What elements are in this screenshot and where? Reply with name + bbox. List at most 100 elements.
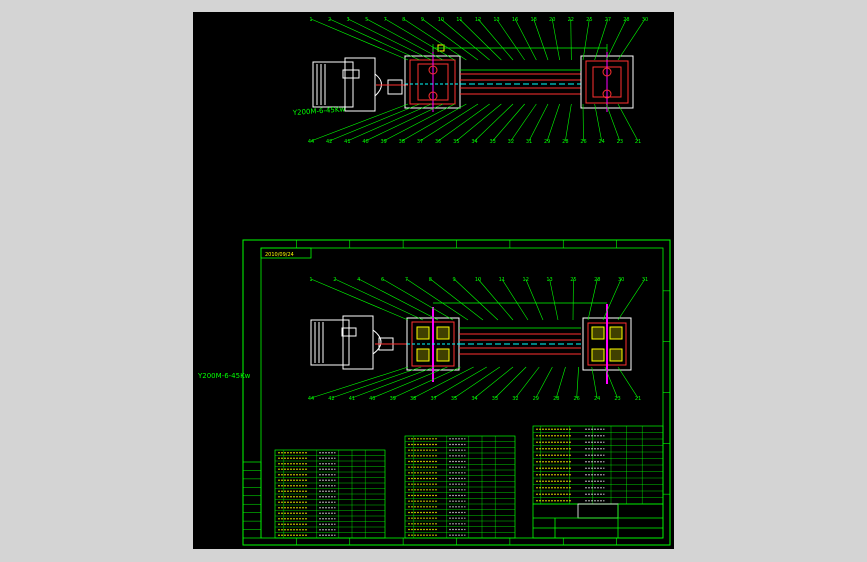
callout-leader: [310, 18, 409, 61]
callout-number: 33: [489, 139, 495, 145]
callout-leader: [366, 18, 444, 61]
callout-number: 11: [456, 17, 462, 23]
callout-number: 38: [399, 139, 405, 145]
callout-leader: [549, 278, 559, 321]
callout-number: 3: [347, 17, 350, 23]
callout-leader: [555, 366, 566, 399]
callout-number: 25: [570, 277, 576, 283]
callout-number: 40: [362, 139, 368, 145]
callout-leader: [494, 366, 527, 399]
callout-leader: [474, 366, 514, 399]
callout-leader: [385, 18, 455, 61]
callout-leader: [551, 18, 560, 61]
drawing-sheet: 2010/09/24: [197, 239, 671, 546]
drive-shaft-top: [460, 73, 581, 95]
callout-number: 20: [549, 17, 555, 23]
frame-zone-ticks: [296, 240, 670, 545]
sheet-title-tag: 2010/09/24: [265, 252, 294, 258]
callout-number: 8: [429, 277, 432, 283]
callout-leader: [382, 278, 454, 321]
callout-number: 13: [493, 17, 499, 23]
callout-number: 30: [642, 17, 648, 23]
callout-number: 24: [598, 139, 604, 145]
callout-leader: [329, 18, 420, 61]
motor-sheet: [310, 315, 408, 370]
top-view-motor-label: Y200M-6-45Kw: [292, 105, 346, 117]
callout-leader: [358, 278, 439, 321]
callout-leader: [514, 18, 537, 61]
callout-leader: [365, 103, 444, 142]
callout-leader: [310, 278, 409, 321]
callout-number: 41: [349, 396, 355, 402]
callout-leader: [474, 103, 514, 142]
callout-leader: [582, 103, 584, 142]
callout-number: 5: [365, 17, 368, 23]
callout-number: 7: [384, 17, 387, 23]
callout-leader: [430, 278, 484, 321]
callout-leader: [496, 18, 525, 61]
callout-leader: [433, 366, 487, 399]
callout-number: 28: [562, 139, 568, 145]
callout-number: 29: [544, 139, 550, 145]
callout-number: 35: [453, 139, 459, 145]
callout-number: 44: [308, 139, 314, 145]
callout-leader: [372, 366, 448, 399]
callout-number: 39: [390, 396, 396, 402]
callout-number: 42: [326, 139, 332, 145]
callout-leader: [617, 278, 646, 321]
callout-leader: [501, 278, 529, 321]
callout-number: 9: [421, 17, 424, 23]
callout-leader: [576, 366, 579, 399]
callout-leader: [617, 18, 646, 61]
callout-leader: [582, 18, 590, 61]
callout-leader: [351, 366, 435, 399]
gearbox-left-sheet: [406, 307, 460, 382]
callout-number: 37: [417, 139, 423, 145]
callout-leader: [437, 103, 490, 142]
callout-number: 44: [308, 396, 314, 402]
callout-leader: [510, 103, 537, 142]
callout-number: 38: [410, 396, 416, 402]
callout-leader: [594, 103, 602, 142]
callout-leader: [422, 18, 479, 61]
callout-leader: [329, 103, 420, 142]
callout-number: 28: [553, 396, 559, 402]
revision-strip-frame: [242, 461, 262, 539]
callout-number: 27: [605, 17, 611, 23]
callout-number: 16: [512, 17, 518, 23]
callout-number: 21: [635, 396, 641, 402]
callout-leader: [456, 103, 502, 142]
callout-leader: [528, 103, 549, 142]
callout-number: 36: [435, 139, 441, 145]
callout-number: 10: [438, 17, 444, 23]
callout-number: 29: [533, 396, 539, 402]
callout-leader: [492, 103, 525, 142]
callout-leader: [310, 366, 409, 399]
callout-number: 25: [586, 17, 592, 23]
callout-number: 10: [475, 277, 481, 283]
callout-number: 28: [623, 17, 629, 23]
bom-table-right: [532, 425, 664, 505]
callout-leader: [419, 103, 479, 142]
callout-number: 37: [430, 396, 436, 402]
callout-number: 41: [344, 139, 350, 145]
callout-leader: [617, 103, 639, 142]
callout-number: 26: [580, 139, 586, 145]
callout-number: 39: [380, 139, 386, 145]
callout-number: 12: [475, 17, 481, 23]
motor-top: [312, 57, 408, 112]
title-tag-box: [260, 247, 312, 259]
callout-leader: [347, 18, 432, 61]
callout-number: 34: [471, 139, 477, 145]
sheet-inner-border: [260, 247, 664, 539]
callout-leader: [453, 366, 501, 399]
callout-number: 31: [642, 277, 648, 283]
callout-leader: [515, 366, 540, 399]
callout-leader: [602, 278, 622, 321]
callout-leader: [617, 366, 639, 399]
